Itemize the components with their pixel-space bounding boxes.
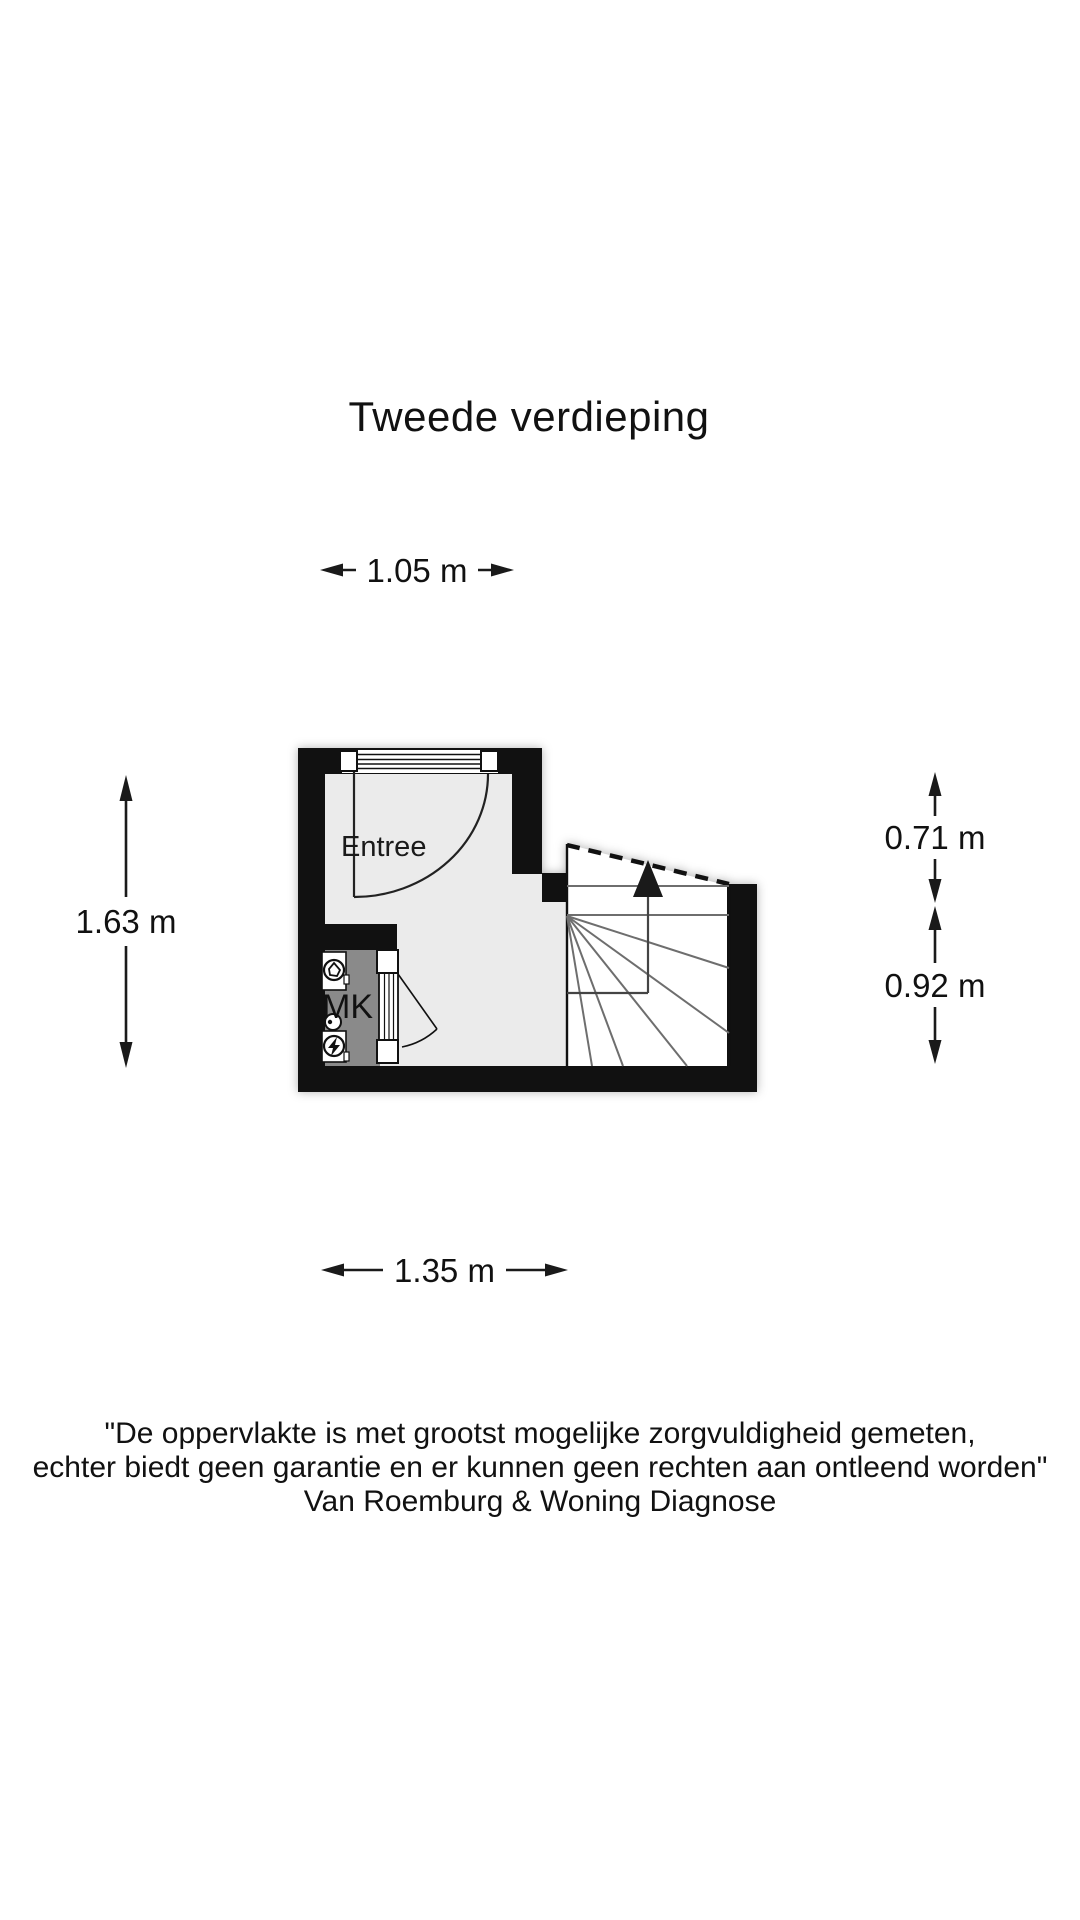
dimension-bottom: 1.35 m (321, 1252, 568, 1288)
room-label-entree: Entree (341, 831, 426, 863)
dim-arrow-up-icon (928, 906, 942, 963)
wall-meter-closet-top (298, 924, 397, 950)
wall-bottom (298, 1066, 757, 1092)
stairs-up-arrow-icon (633, 860, 663, 897)
disclaimer-line-2: echter biedt geen garantie en er kunnen … (32, 1451, 1048, 1484)
dim-arrow-right-icon (477, 563, 514, 577)
dim-arrow-up-icon (928, 772, 942, 816)
winder-staircase (565, 842, 731, 1067)
wall-right-outer (727, 884, 757, 1066)
window-post-left (339, 750, 358, 772)
wall-entree-right-extension (542, 873, 567, 902)
electric-meter-icon (321, 1013, 350, 1063)
dim-arrow-up-icon (119, 775, 133, 897)
door-post-bottom (376, 1039, 399, 1064)
dim-arrow-right-icon (505, 1263, 568, 1277)
wall-entree-right (512, 774, 542, 874)
door-post-top (376, 949, 399, 974)
water-meter-icon (321, 951, 350, 991)
dimension-bottom-label: 1.35 m (394, 1251, 495, 1289)
page-title: Tweede verdieping (348, 393, 710, 440)
stair-open-edge-dashed (566, 842, 730, 887)
dimension-top-label: 1.05 m (366, 551, 468, 589)
dimension-left: 1.63 m (68, 775, 184, 1068)
dim-arrow-left-icon (321, 1263, 383, 1277)
disclaimer: "De oppervlakte is met grootst mogelijke… (0, 1417, 1080, 1519)
floor-plan-drawing: Entree MK (298, 748, 757, 1092)
dimension-right-lower-label: 0.92 m (884, 966, 986, 1004)
dimension-right-lower: 0.92 m (877, 906, 993, 1064)
disclaimer-line-3: Van Roemburg & Woning Diagnose (303, 1485, 777, 1518)
window-post-right (480, 750, 499, 772)
dimension-right-upper: 0.71 m (877, 772, 993, 903)
window (339, 750, 499, 773)
dim-arrow-left-icon (320, 563, 356, 577)
meter-closet-door (376, 949, 438, 1064)
dim-arrow-down-icon (928, 859, 942, 903)
walls (298, 748, 757, 1092)
disclaimer-line-1: "De oppervlakte is met grootst mogelijke… (104, 1417, 976, 1450)
room-label-mk: MK (322, 988, 373, 1026)
wall-left (298, 748, 325, 1092)
dimension-top: 1.05 m (320, 552, 514, 588)
dimension-right-upper-label: 0.71 m (884, 819, 986, 856)
entry-door (352, 772, 490, 899)
dimension-left-label: 1.63 m (75, 903, 177, 940)
dim-arrow-down-icon (119, 946, 133, 1068)
dim-arrow-down-icon (928, 1007, 942, 1064)
